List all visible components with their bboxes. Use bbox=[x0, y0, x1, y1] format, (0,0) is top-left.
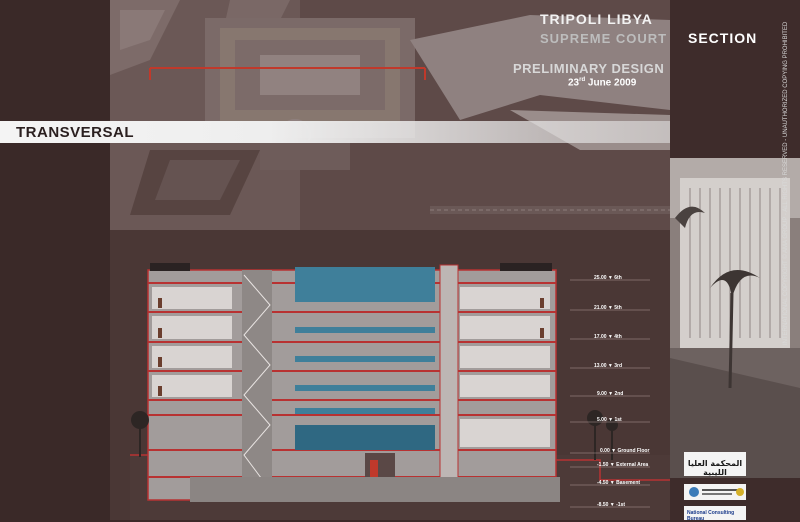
level-elev: -1.50 bbox=[597, 462, 609, 468]
level-name: Ground Floor bbox=[617, 448, 650, 454]
section-band bbox=[0, 121, 670, 143]
level-name: External Area bbox=[616, 462, 649, 468]
project-title: SUPREME COURT bbox=[540, 31, 668, 46]
level-label-6th: 25.00 ▼ 6th bbox=[594, 275, 622, 281]
ministry-emblem-icon bbox=[689, 487, 744, 497]
aerial-site-plan bbox=[110, 0, 670, 230]
left-panel bbox=[0, 0, 110, 520]
level-name: -1st bbox=[616, 502, 626, 508]
level-elev: 21.00 bbox=[594, 305, 607, 311]
level-name: 2nd bbox=[614, 391, 624, 397]
level-name: Basement bbox=[616, 480, 641, 486]
level-elev: -4.50 bbox=[597, 480, 609, 486]
phase-title: PRELIMINARY DESIGN bbox=[513, 61, 665, 76]
level-name: 3rd bbox=[614, 363, 623, 369]
level-name: 4th bbox=[614, 334, 622, 340]
level-name: 5th bbox=[614, 305, 622, 311]
level-label-minus1: -8.50 ▼ -1st bbox=[597, 502, 626, 508]
supreme-court-logo: المحكمة العليا الليبية bbox=[684, 452, 746, 477]
level-elev: 5.00 bbox=[597, 417, 607, 423]
national-consulting-logo: National Consulting Bureau bbox=[684, 506, 746, 522]
level-label-2nd: 9.00 ▼ 2nd bbox=[597, 391, 624, 397]
date-line: 23rd June 2009 bbox=[568, 77, 636, 88]
section-heading: SECTION bbox=[688, 30, 758, 46]
date-suffix: rd bbox=[579, 77, 586, 83]
level-name: 1st bbox=[614, 417, 622, 423]
courtyard-photo bbox=[670, 158, 800, 478]
level-elev: -8.50 bbox=[597, 502, 609, 508]
level-label-external: -1.50 ▼ External Area bbox=[597, 462, 649, 468]
level-name: 6th bbox=[614, 275, 622, 281]
level-elev: 13.00 bbox=[594, 363, 607, 369]
level-label-1st: 5.00 ▼ 1st bbox=[597, 417, 622, 423]
date-day: 23 bbox=[568, 77, 580, 89]
level-label-3rd: 13.00 ▼ 3rd bbox=[594, 363, 623, 369]
date-rest: June 2009 bbox=[587, 77, 637, 89]
level-elev: 17.00 bbox=[594, 334, 607, 340]
supreme-court-logo-text: المحكمة العليا الليبية bbox=[687, 459, 743, 477]
ministry-logo bbox=[684, 484, 746, 500]
level-label-5th: 21.00 ▼ 5th bbox=[594, 305, 622, 311]
level-elev: 25.00 bbox=[594, 275, 607, 281]
copyright-notice: INTERNATIONAL COPYRIGHT © AMA GROUP - AL… bbox=[783, 21, 789, 345]
city-title: TRIPOLI LIBYA bbox=[540, 11, 653, 27]
level-label-basement: -4.50 ▼ Basement bbox=[597, 480, 641, 486]
level-label-4th: 17.00 ▼ 4th bbox=[594, 334, 622, 340]
transversal-section-drawing bbox=[130, 263, 670, 520]
national-consulting-text: National Consulting Bureau bbox=[687, 510, 735, 522]
band-label: TRANSVERSAL bbox=[16, 124, 135, 141]
level-elev: 9.00 bbox=[597, 391, 607, 397]
level-elev: 0.00 bbox=[600, 448, 610, 454]
level-label-ground: 0.00 ▼ Ground Floor bbox=[600, 448, 650, 454]
